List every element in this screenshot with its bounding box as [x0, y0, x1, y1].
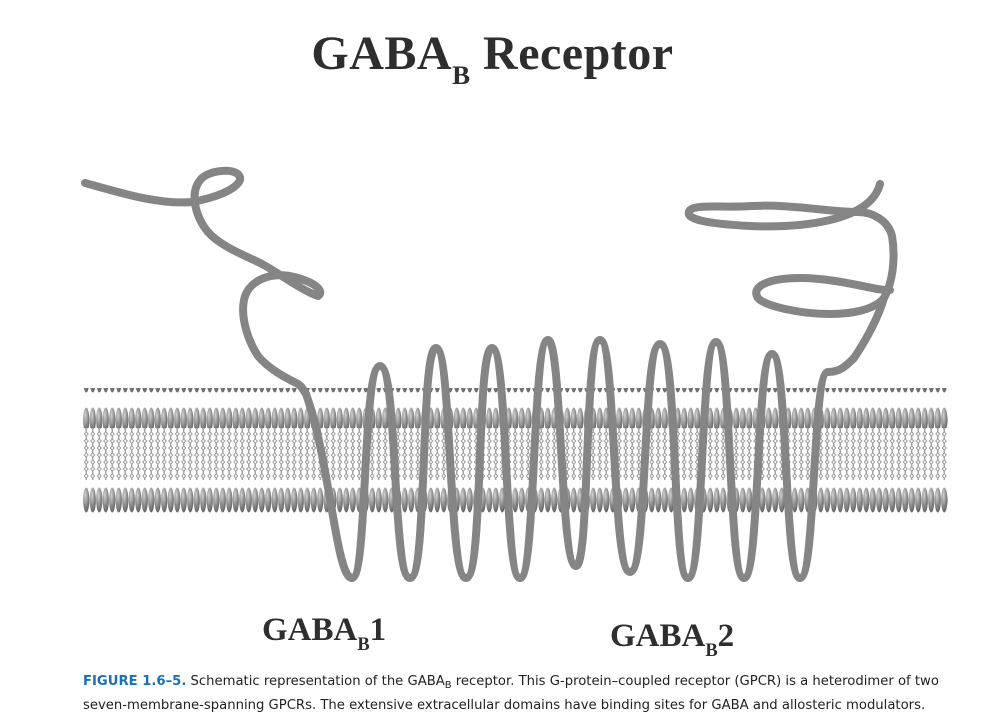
membrane-lipid-tails — [83, 428, 948, 480]
caption-text-part-2: receptor. This G-protein–coupled recepto… — [83, 674, 939, 713]
figure-label: FIGURE 1.6–5. — [83, 674, 187, 689]
caption-text-part-1: Schematic representation of the GABA — [186, 674, 445, 689]
caption-subscript: B — [444, 680, 452, 692]
subunit-label-gabab2: GABAB2 — [610, 618, 735, 661]
gabab1-extracellular-domain — [81, 166, 325, 398]
subunit-label-gabab1: GABAB1 — [262, 612, 387, 655]
membrane-upper-leaflet — [83, 388, 948, 428]
membrane-lower-leaflet — [83, 480, 948, 520]
gabab2-extracellular-loop — [752, 274, 894, 318]
lipid-bilayer — [83, 388, 948, 520]
gabab2-extracellular-domain — [684, 180, 898, 362]
diagram-title: GABAB Receptor — [311, 27, 674, 90]
transmembrane-helices — [302, 336, 858, 582]
receptor-diagram — [81, 166, 948, 582]
figure-caption: FIGURE 1.6–5. Schematic representation o… — [83, 670, 963, 718]
